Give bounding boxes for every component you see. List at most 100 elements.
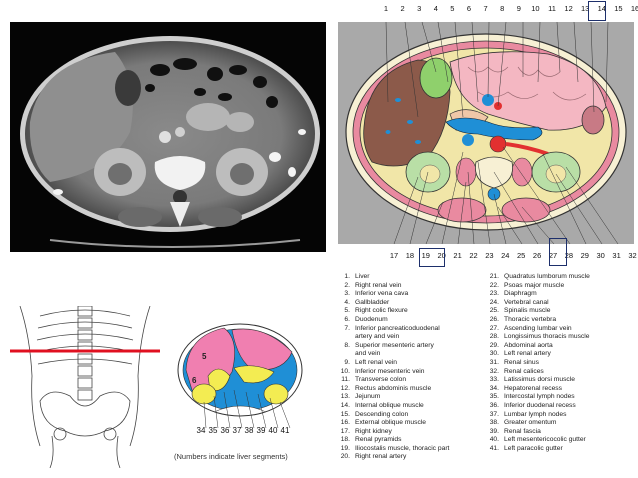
legend-item: 22.Psoas major muscle — [485, 282, 637, 291]
legend-item-number: 8. — [344, 341, 350, 349]
atlas-top-number-8: 8 — [500, 4, 505, 13]
legend-item-label: Abdominal aorta — [504, 341, 553, 349]
ct-bowel-gas — [145, 58, 278, 108]
atlas-top-number-15: 15 — [614, 4, 623, 13]
atlas-top-number-3: 3 — [417, 4, 422, 13]
atlas-ivc — [462, 134, 474, 146]
legend-item: 4.Gallbladder — [336, 299, 482, 308]
segment-number-36: 36 — [220, 426, 230, 435]
legend-item-label: Spinalis muscle — [504, 307, 551, 315]
legend-item: and vein — [336, 350, 482, 359]
atlas-descending-colon — [581, 105, 605, 135]
legend-item-label: Psoas major muscle — [504, 281, 565, 289]
legend-item: 17.Right kidney — [336, 428, 482, 437]
legend-item: 28.Longissimus thoracis muscle — [485, 333, 637, 342]
legend-item: 10.Inferior mesenteric vein — [336, 368, 482, 377]
legend-item-number: 9. — [344, 358, 350, 366]
atlas-top-number-5: 5 — [450, 4, 455, 13]
legend-item-label: Gallbladder — [355, 298, 390, 306]
segment-diagram-drawing — [177, 323, 303, 429]
ct-bowel-wall — [186, 103, 254, 132]
legend-item: 14. Internal oblique muscle — [336, 402, 482, 411]
legend-item-number: 27. — [489, 324, 499, 332]
legend-item-number — [336, 333, 350, 342]
legend-item-number: 36. — [489, 401, 499, 409]
ct-scan-image — [10, 22, 326, 252]
atlas-top-number-9: 9 — [516, 4, 521, 13]
legend-item-label: Quadratus lumborum muscle — [504, 273, 590, 280]
legend-item-number: 28. — [489, 333, 499, 341]
atlas-bottom-number-31: 31 — [612, 251, 621, 260]
legend-item: 37.Lumbar lymph nodes — [485, 411, 637, 420]
legend-item-label: Duodenum — [355, 315, 388, 323]
legend-item-label: Rectus abdominis muscle — [355, 384, 432, 392]
legend-item-label: Internal oblique muscle — [355, 401, 424, 409]
skeleton-sketch-drawing — [10, 305, 160, 469]
atlas-bottom-number-28: 28 — [564, 251, 574, 260]
atlas-top-number-11: 11 — [548, 4, 556, 13]
legend-item: 38.Greater omentum — [485, 419, 637, 428]
legend-item: 26.Thoracic vertebra — [485, 316, 637, 325]
legend-item-label: Vertebral canal — [504, 298, 549, 306]
atlas-gallbladder — [419, 57, 453, 99]
legend-item: 15.Descending colon — [336, 411, 482, 420]
ct-gallbladder — [115, 70, 141, 106]
legend-item: 40.Left mesentericocolic gutter — [485, 436, 637, 445]
legend-item: artery and vein — [336, 333, 482, 342]
atlas-top-number-12: 12 — [564, 4, 573, 13]
legend-item: 21.Quadratus lumborum muscle — [485, 273, 637, 282]
segment-number-40: 40 — [268, 426, 278, 435]
atlas-top-number-1: 1 — [383, 4, 389, 13]
legend-item-number: 29. — [489, 341, 499, 349]
legend-item-number: 6. — [344, 315, 350, 323]
legend-item-number: 5. — [344, 307, 350, 315]
highlight-box-20 — [419, 248, 445, 267]
legend-item-label: Intercostal lymph nodes — [504, 393, 575, 401]
atlas-top-leader-lines — [385, 21, 609, 118]
atlas-liver-vessels — [385, 98, 421, 144]
atlas-top-number-2: 2 — [400, 4, 405, 13]
legend-item-number: 30. — [489, 350, 499, 358]
legend-item-label: Right renal artery — [355, 453, 407, 461]
legend-item-number: 34. — [489, 384, 499, 392]
legend-item: 32.Renal calices — [485, 368, 637, 377]
legend-item: 31.Renal sinus — [485, 359, 637, 368]
skeleton-body-sketch — [10, 305, 160, 469]
legend-item-number: 14. — [340, 401, 350, 409]
legend-item-label: Iliocostalis muscle, thoracic part — [355, 444, 450, 452]
legend-item-label: Descending colon — [355, 410, 409, 418]
segment-number-39: 39 — [256, 426, 266, 435]
segment-label-5: 5 — [202, 352, 207, 361]
legend-item-number: 13. — [340, 393, 350, 401]
segment-label-6: 6 — [192, 376, 197, 385]
legend-item-number: 40. — [489, 436, 499, 444]
legend-item-number — [336, 350, 350, 359]
legend-item-label: Left paracolic gutter — [504, 444, 563, 452]
segment-caption: (Numbers indicate liver segments) — [174, 452, 288, 461]
legend-item-label: Hepatorenal recess — [504, 384, 562, 392]
legend-item-number: 20. — [340, 453, 350, 461]
ct-ivc — [175, 127, 185, 137]
legend-item-number: 23. — [489, 290, 499, 298]
skeleton-spine — [77, 305, 93, 401]
atlas-bottom-number-27: 27 — [548, 251, 558, 260]
legend-item: 35.Intercostal lymph nodes — [485, 393, 637, 402]
legend-item: 33.Latissimus dorsi muscle — [485, 376, 637, 385]
legend-item: 6. Duodenum — [336, 316, 482, 325]
legend-item-label: Greater omentum — [504, 419, 557, 427]
atlas-bottom-number-20: 20 — [437, 251, 446, 260]
legend-item-number: 32. — [489, 367, 499, 375]
legend-item: 5.Right colic flexure — [336, 307, 482, 316]
legend-item: 13.Jejunum — [336, 393, 482, 402]
atlas-bottom-number-30: 30 — [596, 251, 605, 260]
legend-item-label: Renal fascia — [504, 427, 541, 435]
atlas-bottom-number-29: 29 — [580, 251, 589, 260]
atlas-smv — [482, 94, 494, 106]
legend-item-label: Transverse colon — [355, 376, 407, 384]
atlas-bottom-number-25: 25 — [517, 251, 526, 260]
legend-item: 34. Hepatorenal recess — [485, 385, 637, 394]
legend-item-label: Inferior duodenal recess — [504, 401, 576, 409]
legend-item-label: Latissimus dorsi muscle — [504, 376, 575, 384]
